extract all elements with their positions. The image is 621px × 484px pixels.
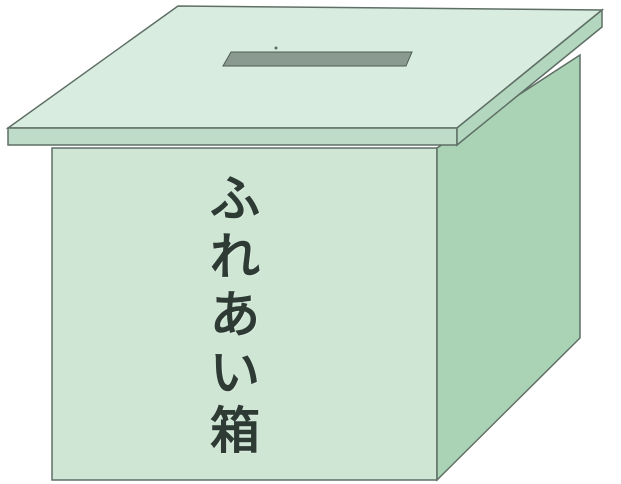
box-right-face <box>436 53 581 482</box>
box-lid-right-edge <box>456 8 603 147</box>
label-char-2: れ <box>210 227 260 286</box>
label-char-5: 箱 <box>210 401 260 460</box>
label-char-3: あ <box>210 285 260 344</box>
lid-mark-dot <box>274 46 278 50</box>
box-label: ふ れ あ い 箱 <box>195 170 275 470</box>
label-char-1: ふ <box>210 169 260 228</box>
label-char-4: い <box>210 343 260 402</box>
box-slot <box>222 51 413 67</box>
box-lid-front-edge <box>7 127 458 146</box>
